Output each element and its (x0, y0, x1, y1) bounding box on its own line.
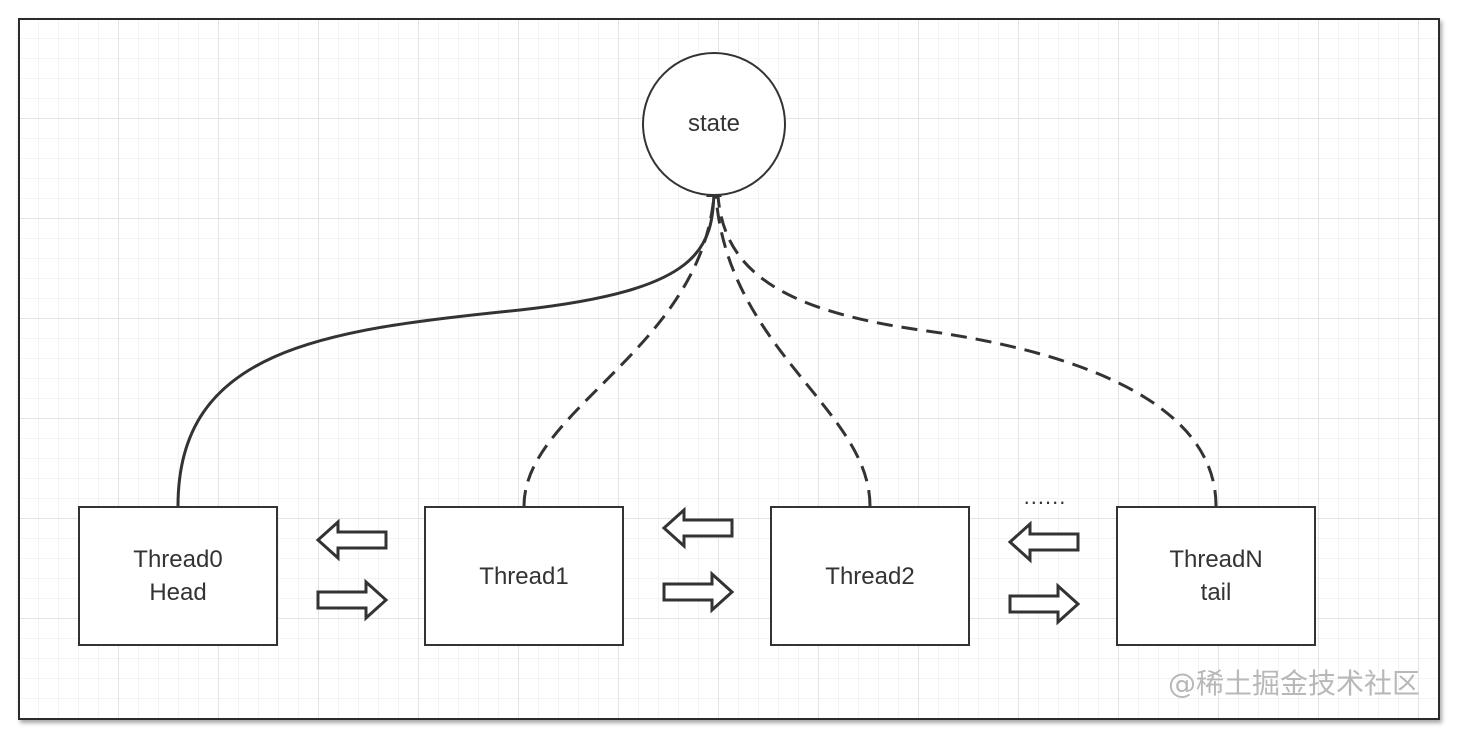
arrow-left-2-1 (661, 506, 734, 550)
watermark-text: @稀土掘金技术社区 (1167, 667, 1420, 700)
arrow-left-1-0 (315, 518, 388, 562)
state-node: state (642, 52, 786, 196)
thread1-to-state-dashed-link (522, 195, 716, 507)
threadn-sublabel: tail (1200, 579, 1232, 606)
arrow-right-1-2 (662, 570, 735, 614)
threadn-label: ThreadN (1169, 546, 1263, 573)
thread2-to-state-dashed-link (714, 195, 872, 507)
thread1-label: Thread1 (479, 562, 569, 590)
diagram-canvas: state Thread0 Head Thread1 Thread2 Threa… (18, 18, 1440, 720)
thread2-node: Thread2 (770, 506, 970, 646)
thread0-node: Thread0 Head (78, 506, 278, 646)
thread0-label: Thread0 (133, 546, 223, 573)
ellipsis-label: ...... (1023, 484, 1067, 509)
arrow-left-n-2 (1007, 520, 1080, 564)
thread2-label: Thread2 (825, 562, 915, 590)
arrow-right-2-n (1008, 582, 1081, 626)
connector-layer (176, 185, 1218, 626)
threadn-node: ThreadN tail (1116, 506, 1316, 646)
arrow-right-0-1 (316, 578, 389, 622)
threadn-to-state-dashed-link (716, 195, 1218, 507)
state-label: state (687, 110, 741, 137)
thread0-sublabel: Head (149, 579, 207, 606)
head-to-state-solid-link (176, 185, 722, 507)
thread1-node: Thread1 (424, 506, 624, 646)
